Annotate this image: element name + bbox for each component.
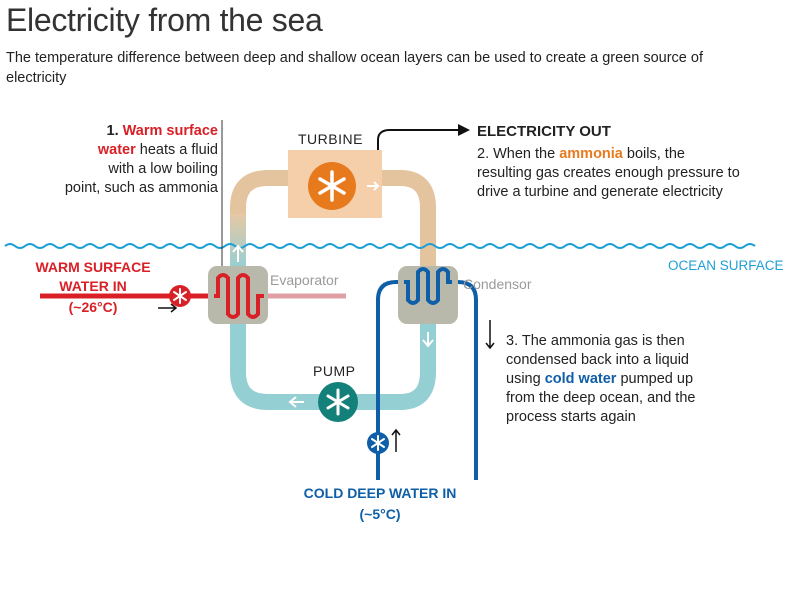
turbine-flow-arrow-icon <box>367 181 380 191</box>
turbine-label: TURBINE <box>298 131 363 147</box>
step1-highlight-2: water <box>97 142 136 158</box>
step2-prefix: 2. When the <box>477 146 560 162</box>
step1-text: 1. Warm surface water heats a fluid with… <box>40 122 218 198</box>
condensor-coil <box>404 267 452 305</box>
cold-water-pump-blades-icon <box>371 435 385 451</box>
condensor-down-arrow-icon <box>422 332 434 348</box>
ocean-surface-label: OCEAN SURFACE <box>668 258 784 273</box>
cold-water-pipe <box>376 280 478 480</box>
step3-down-arrow-icon <box>485 320 495 350</box>
warm-water-pump-blades-icon <box>173 288 187 304</box>
electricity-out-arrow <box>377 129 458 150</box>
step3-text: 3. The ammonia gas is then condensed bac… <box>506 332 796 427</box>
electricity-out-label: ELECTRICITY OUT <box>477 123 611 140</box>
warm-water-in-label: WARM SURFACE WATER IN (~26°C) <box>28 258 158 317</box>
warm-water-in-arrow-icon <box>158 303 178 313</box>
step3-line3-prefix: using <box>506 371 545 387</box>
cold-water-up-arrow-icon <box>391 428 401 452</box>
step1-line4: point, such as ammonia <box>64 180 218 196</box>
step3-line4: from the deep ocean, and the <box>506 390 696 406</box>
step2-line2: resulting gas creates enough pressure to <box>477 165 740 181</box>
cold-water-in-temp: (~5°C) <box>359 506 401 522</box>
warm-water-in-line2: WATER IN <box>59 278 127 294</box>
warm-water-in-line1: WARM SURFACE <box>35 259 151 275</box>
page-title: Electricity from the sea <box>6 2 323 38</box>
page-subtitle: The temperature difference between deep … <box>6 50 703 86</box>
step3-line1: 3. The ammonia gas is then <box>506 333 685 349</box>
step2-suffix: boils, the <box>622 146 685 162</box>
ammonia-pipe-top <box>230 170 436 270</box>
ammonia-pipe-left-riser <box>230 214 246 270</box>
cold-water-in-line1: COLD DEEP WATER IN <box>303 485 457 501</box>
evaporator-coil <box>214 273 264 319</box>
step3-highlight: cold water <box>544 371 617 387</box>
step2-text: 2. When the ammonia boils, the resulting… <box>477 145 797 202</box>
evaporator-riser-arrow-icon <box>232 244 244 262</box>
step2-line3: drive a turbine and generate electricity <box>477 184 723 200</box>
pump-label: PUMP <box>313 363 356 379</box>
step2-highlight: ammonia <box>559 146 623 162</box>
step1-rest: heats a fluid <box>135 142 218 158</box>
pump-blades-icon <box>326 388 350 416</box>
ocean-surface-wave <box>4 243 756 249</box>
step1-highlight-1: Warm surface <box>122 123 218 139</box>
step1-number: 1. <box>106 123 119 139</box>
step3-line2: condensed back into a liquid <box>506 352 689 368</box>
warm-water-in-temp: (~26°C) <box>68 299 118 315</box>
step1-line3: with a low boiling <box>108 161 218 177</box>
step3-line5: process starts again <box>506 409 636 425</box>
step3-line3-suffix: pumped up <box>616 371 694 387</box>
evaporator-label: Evaporator <box>270 272 339 288</box>
condensor-label: Condensor <box>463 276 532 292</box>
pump-flow-arrow-icon <box>288 396 304 408</box>
cold-water-in-label: COLD DEEP WATER IN (~5°C) <box>280 484 480 524</box>
electricity-out-arrowhead-icon <box>458 124 470 136</box>
turbine-blades-icon <box>318 170 346 202</box>
